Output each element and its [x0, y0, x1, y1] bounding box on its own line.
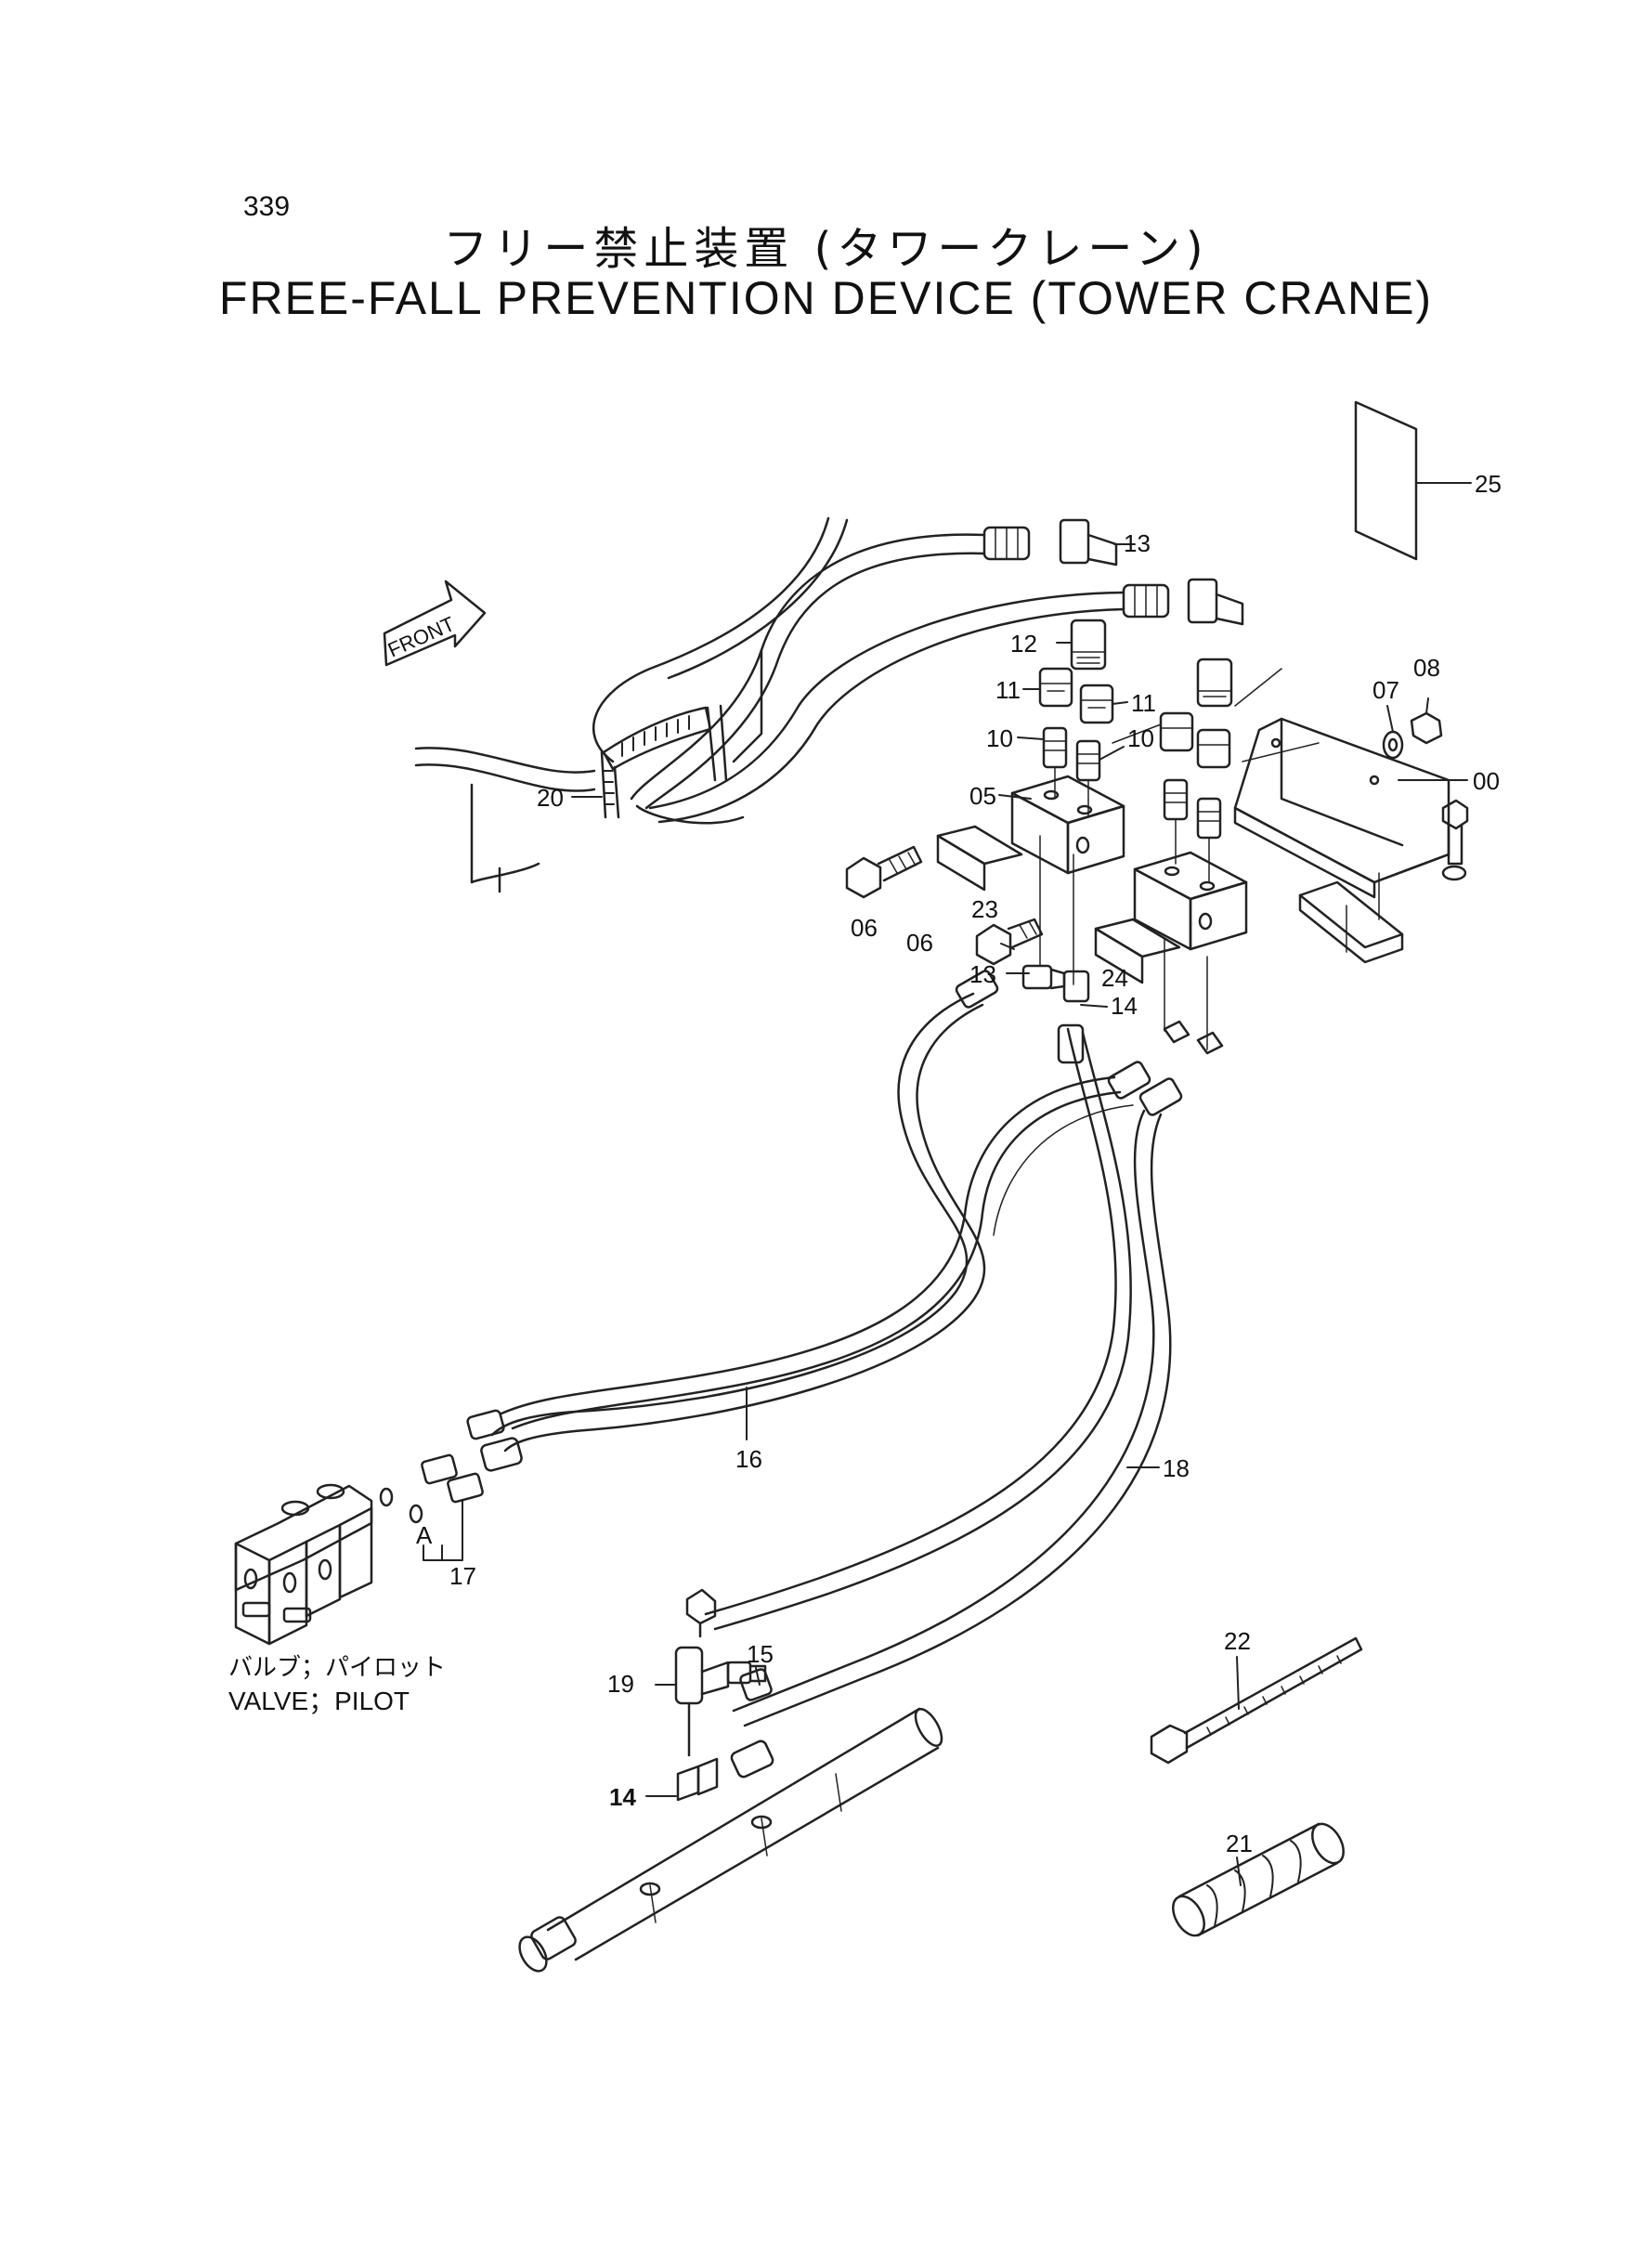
fitting-stack-left — [1038, 619, 1114, 782]
upper-fittings — [982, 518, 1244, 626]
callout-06-lower: 06 — [906, 929, 933, 957]
callout-05: 05 — [969, 782, 996, 810]
fitting-stack-right — [1159, 658, 1233, 840]
bolts — [845, 845, 1044, 966]
pipe-assembly — [518, 1707, 943, 1973]
callout-23: 23 — [971, 895, 998, 923]
callout-10-left: 10 — [986, 724, 1013, 752]
callout-numbers: 25 13 12 11 11 10 10 07 08 00 05 20 06 2… — [416, 470, 1502, 1857]
machine-frame-outline — [414, 516, 849, 893]
connector-fittings-17 — [379, 1453, 484, 1561]
pilot-valve-caption: バルブ；パイロット VALVE；PILOT — [228, 1651, 446, 1718]
callout-10-right: 10 — [1127, 724, 1154, 752]
pilot-valve-label-japanese: バルブ；パイロット — [228, 1654, 447, 1682]
callout-15: 15 — [747, 1640, 774, 1668]
callout-14-lower: 14 — [609, 1783, 636, 1811]
callout-17: 17 — [449, 1562, 476, 1590]
cable-tie — [1150, 1636, 1363, 1765]
leader-lines — [571, 482, 1472, 1886]
view-marker-a: A — [416, 1521, 433, 1549]
tee-and-elbows — [674, 1588, 774, 1802]
front-arrow: FRONT — [383, 580, 487, 667]
callout-24: 24 — [1101, 964, 1128, 992]
callout-18: 18 — [1163, 1454, 1190, 1482]
spiral-wrap — [1172, 1822, 1345, 1937]
front-arrow-label: FRONT — [384, 612, 458, 662]
manifold-block-right — [1133, 851, 1248, 951]
page-title-english: FREE-FALL PREVENTION DEVICE (TOWER CRANE… — [218, 272, 1434, 324]
page-title-japanese: フリー禁止装置 (タワークレーン) — [443, 223, 1209, 275]
manifold-block-left — [1010, 775, 1125, 875]
callout-08: 08 — [1413, 654, 1440, 682]
callout-00: 00 — [1473, 767, 1500, 795]
callout-13-lower: 13 — [969, 960, 996, 988]
alignment-lines — [1039, 668, 1320, 1050]
callout-11-right: 11 — [1131, 689, 1156, 717]
decal-sheet — [1354, 400, 1418, 561]
lower-hose-fittings — [466, 964, 1224, 1472]
hose-16 — [490, 992, 1134, 1453]
callout-12: 12 — [1010, 630, 1037, 658]
pilot-valve-label-english: VALVE；PILOT — [228, 1687, 410, 1715]
pilot-valve — [234, 1483, 373, 1646]
page-number: 339 — [243, 191, 291, 222]
callout-25: 25 — [1475, 470, 1502, 498]
callout-07: 07 — [1372, 676, 1399, 704]
label-plates — [936, 825, 1181, 984]
hose-18 — [704, 1027, 1172, 1727]
callout-13-upper: 13 — [1124, 529, 1151, 557]
hose-clamp — [600, 704, 728, 819]
callout-19: 19 — [607, 1670, 634, 1698]
callout-06-upper: 06 — [851, 914, 878, 942]
washer-nut-bolt — [1382, 711, 1469, 881]
callout-22: 22 — [1224, 1627, 1251, 1655]
callout-16: 16 — [735, 1445, 762, 1473]
upper-hoses — [630, 533, 1125, 825]
callout-14-upper: 14 — [1111, 992, 1138, 1020]
callout-20: 20 — [537, 784, 564, 812]
callout-21: 21 — [1226, 1830, 1253, 1857]
callout-11-left: 11 — [995, 676, 1021, 704]
